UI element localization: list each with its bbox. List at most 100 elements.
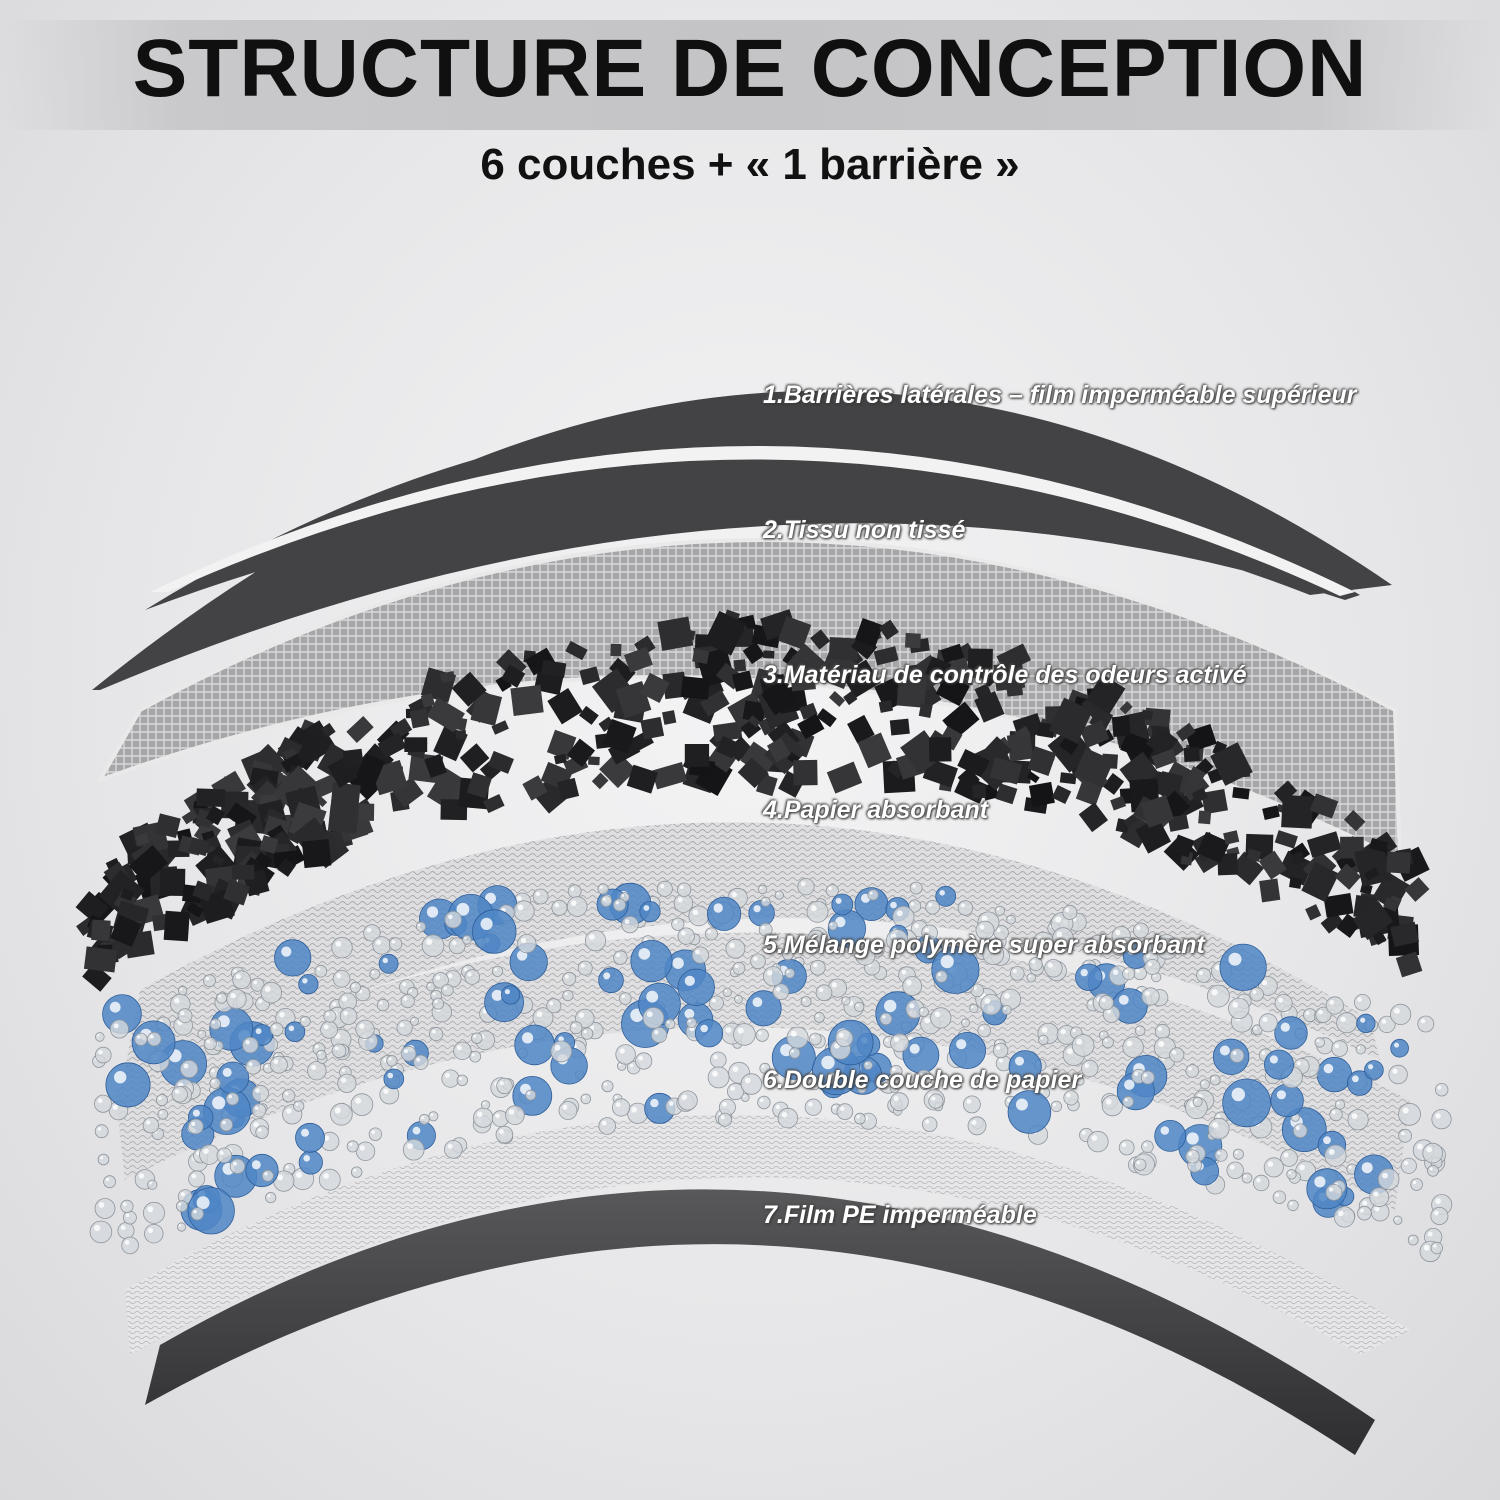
- bead-highlight: [218, 994, 222, 998]
- carbon-chunk: [1102, 773, 1125, 795]
- bead-highlight: [349, 1142, 353, 1146]
- bead-highlight: [758, 1031, 762, 1035]
- bead-highlight: [371, 1130, 376, 1134]
- bead-highlight: [835, 916, 846, 928]
- polymer-bead-blue: [630, 939, 673, 983]
- carbon-chunk: [188, 837, 210, 857]
- bead-highlight: [752, 997, 763, 1008]
- bead-highlight: [1243, 1174, 1247, 1178]
- bead-highlight: [646, 990, 659, 1003]
- bead-highlight: [619, 1048, 625, 1054]
- carbon-chunk: [854, 617, 884, 648]
- polymer-bead-clear: [177, 1008, 193, 1024]
- bead-highlight: [910, 902, 915, 906]
- bead-highlight: [1426, 1146, 1432, 1153]
- carbon-chunk: [1160, 790, 1191, 821]
- bead-highlight: [388, 1057, 392, 1061]
- polymer-bead-clear: [734, 994, 743, 1004]
- bead-highlight: [443, 986, 447, 990]
- polymer-bead-clear: [388, 937, 403, 951]
- polymer-bead-clear: [94, 1094, 113, 1113]
- polymer-bead-clear: [203, 1037, 217, 1051]
- polymer-bead-clear: [441, 1069, 460, 1088]
- polymer-bead-clear: [1038, 1034, 1049, 1046]
- polymer-bead-clear: [1209, 1074, 1221, 1086]
- bead-highlight: [1305, 1011, 1310, 1015]
- polymer-bead-clear: [188, 1118, 204, 1135]
- polymer-bead-blue: [1154, 1120, 1187, 1152]
- bead-highlight: [720, 1115, 725, 1120]
- bead-highlight: [335, 941, 342, 947]
- bead-highlight: [1212, 1076, 1215, 1080]
- bead-highlight: [920, 1008, 924, 1012]
- bead-highlight: [97, 1127, 102, 1131]
- bead-highlight: [1361, 1162, 1373, 1174]
- carbon-chunk: [192, 880, 214, 902]
- bead-highlight: [681, 1094, 688, 1100]
- polymer-bead-clear: [269, 1055, 288, 1074]
- polymer-bead-blue: [1356, 1013, 1376, 1034]
- bead-highlight: [1101, 998, 1106, 1003]
- carbon-chunk: [342, 748, 364, 769]
- bead-highlight: [428, 983, 431, 987]
- carbon-chunk: [940, 643, 965, 664]
- polymer-bead-clear: [245, 1059, 262, 1075]
- bead-highlight: [856, 1115, 860, 1119]
- carbon-chunk: [356, 753, 385, 784]
- carbon-chunk: [1073, 747, 1115, 788]
- polymer-bead-clear: [777, 1107, 799, 1129]
- bead-highlight: [477, 1111, 483, 1118]
- polymer-bead-blue: [298, 974, 319, 995]
- bead-highlight: [711, 998, 716, 1003]
- carbon-chunk: [1364, 867, 1380, 881]
- polymer-bead-blue: [472, 909, 517, 954]
- bead-highlight: [456, 902, 470, 916]
- bead-highlight: [464, 937, 467, 940]
- bead-highlight: [912, 884, 916, 888]
- bead-highlight: [447, 973, 453, 979]
- carbon-chunk: [541, 659, 567, 678]
- polymer-bead-clear: [1336, 1012, 1358, 1034]
- carbon-chunk: [1372, 930, 1387, 946]
- bead-highlight: [791, 1049, 795, 1053]
- bead-highlight: [776, 986, 781, 992]
- bead-highlight: [323, 1173, 329, 1179]
- polymer-bead-clear: [677, 927, 695, 945]
- carbon-chunk: [935, 673, 970, 707]
- bead-highlight: [1065, 907, 1070, 912]
- bead-highlight: [1429, 1167, 1433, 1171]
- bead-highlight: [1403, 1160, 1409, 1166]
- bead-highlight: [112, 1104, 118, 1110]
- bead-highlight: [570, 900, 577, 906]
- bead-highlight: [1228, 952, 1242, 966]
- carbon-chunk: [662, 710, 677, 725]
- polymer-bead-clear: [409, 1016, 419, 1026]
- polymer-bead-clear: [337, 1073, 357, 1093]
- layer-label-2: 2.Tissu non tissé: [763, 516, 966, 544]
- polymer-bead-clear: [229, 1158, 246, 1175]
- bead-highlight: [695, 949, 700, 955]
- carbon-chunk: [740, 741, 778, 778]
- bead-highlight: [810, 933, 816, 939]
- polymer-bead-clear: [1141, 1140, 1154, 1153]
- bead-highlight: [742, 1095, 745, 1098]
- bead-highlight: [482, 1102, 486, 1105]
- bead-highlight: [341, 1068, 345, 1072]
- bead-highlight: [159, 1111, 163, 1114]
- polymer-bead-clear: [1071, 1034, 1095, 1057]
- bead-highlight: [473, 1034, 477, 1038]
- carbon-chunk: [1110, 795, 1127, 811]
- bead-highlight: [1124, 969, 1129, 974]
- carbon-chunk: [1026, 771, 1040, 784]
- bead-highlight: [1217, 1151, 1221, 1155]
- carbon-chunk: [1120, 731, 1156, 761]
- bead-highlight: [412, 1126, 421, 1135]
- bead-highlight: [1328, 1149, 1335, 1155]
- polymer-bead-blue: [1316, 1056, 1353, 1093]
- polymer-bead-clear: [400, 1045, 417, 1062]
- carbon-chunk: [1201, 788, 1228, 815]
- layer-label-5: 5.Mélange polymère super absorbant: [763, 931, 1205, 959]
- carbon-chunk: [1185, 766, 1206, 788]
- carbon-chunk: [747, 715, 761, 728]
- bead-highlight: [383, 1088, 389, 1094]
